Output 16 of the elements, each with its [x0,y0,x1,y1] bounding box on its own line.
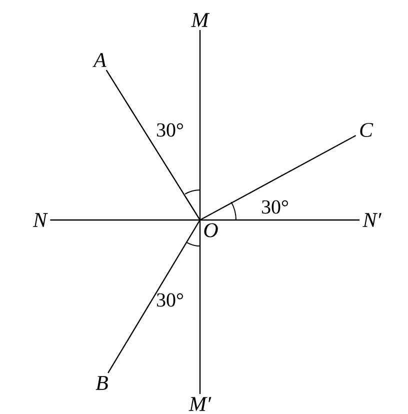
point-label: N [32,213,48,227]
point-label: N′ [362,213,382,227]
line [106,70,201,220]
line [200,134,356,221]
line [199,30,201,394]
angle-label: 30° [262,200,288,214]
point-label: O [204,223,218,238]
angle-label: 30° [157,293,183,307]
point-label: M′ [188,397,212,411]
point-label: C [360,122,374,138]
point-label: A [92,53,106,67]
point-label: M [191,13,210,27]
angle-label: 30° [157,123,183,137]
line [50,219,360,221]
line [108,220,201,374]
point-label: B [96,376,108,390]
